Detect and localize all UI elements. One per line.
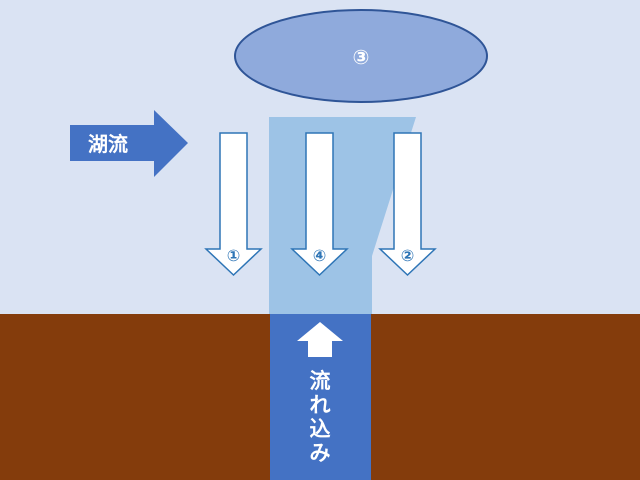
inflow-label: 流 れ 込 み <box>310 369 331 465</box>
inflow-char: れ <box>310 393 331 417</box>
down-arrow-4: ④ <box>290 132 349 277</box>
surface-ellipse: ③ <box>234 9 488 103</box>
inflow-char: み <box>310 441 331 465</box>
up-arrow-icon <box>297 322 343 357</box>
marker-4: ④ <box>313 246 327 265</box>
marker-3: ③ <box>353 45 370 69</box>
down-arrow-2: ② <box>378 132 437 277</box>
marker-1: ① <box>227 246 241 265</box>
inflow-char: 流 <box>310 369 331 393</box>
marker-2: ② <box>401 246 415 265</box>
lake-current-label: 湖流 <box>88 132 128 156</box>
inflow-char: 込 <box>310 417 331 441</box>
lake-current-arrow: 湖流 <box>70 110 188 177</box>
down-arrow-1: ① <box>204 132 263 277</box>
